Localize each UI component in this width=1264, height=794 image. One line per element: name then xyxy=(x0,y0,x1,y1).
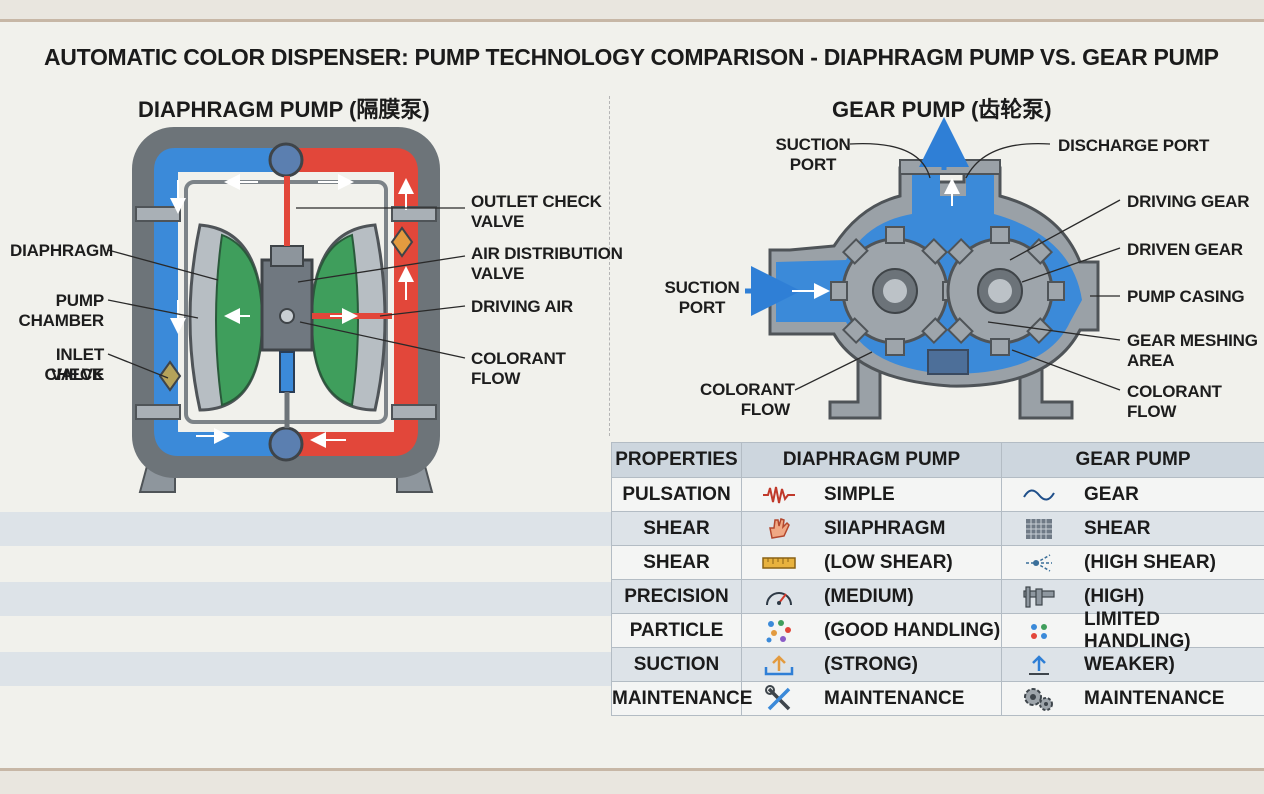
spray-icon xyxy=(1022,550,1056,576)
row-diaphragm-cell: (GOOD HANDLING) xyxy=(741,613,1002,648)
page-title: AUTOMATIC COLOR DISPENSER: PUMP TECHNOLO… xyxy=(44,44,1219,70)
row-property: SHEAR xyxy=(611,511,742,546)
row-diaphragm-value: (STRONG) xyxy=(824,653,918,675)
label-discharge-port: DISCHARGE PORT xyxy=(1058,136,1210,155)
suction-up-icon xyxy=(762,652,796,678)
row-diaphragm-cell: (STRONG) xyxy=(741,647,1002,682)
particles-icon xyxy=(762,618,796,644)
row-gear-cell: MAINTENANCE xyxy=(1001,681,1264,716)
row-gear-cell: SHEAR xyxy=(1001,511,1264,546)
row-gear-cell: (HIGH SHEAR) xyxy=(1001,545,1264,580)
header-diaphragm-pump: DIAPHRAGM PUMP xyxy=(741,442,1002,478)
label-driving-gear: DRIVING GEAR xyxy=(1127,192,1250,211)
row-property: SUCTION xyxy=(611,647,742,682)
label-gear-meshing-1: GEAR MESHING xyxy=(1127,331,1258,350)
arrow-up-icon xyxy=(1022,652,1056,678)
row-property: MAINTENANCE xyxy=(611,681,752,716)
row-property: PULSATION xyxy=(611,477,742,512)
header-properties: PROPERTIES xyxy=(611,442,742,478)
table-row: SHEAR SIIAPHRAGM SHEAR xyxy=(611,511,1264,546)
row-gear-cell: WEAKER) xyxy=(1001,647,1264,682)
ruler-icon xyxy=(762,550,796,576)
row-gear-value: SHEAR xyxy=(1084,517,1151,539)
caliper-icon xyxy=(1022,584,1056,610)
label-pump-chamber-1: PUMP xyxy=(55,291,105,310)
top-frame-border xyxy=(0,0,1264,22)
table-row: MAINTENANCE MAINTENANCE MAINTENANCE xyxy=(611,681,1264,716)
wrench-screwdriver-icon xyxy=(762,684,796,712)
header-gear-pump: GEAR PUMP xyxy=(1001,442,1264,478)
gear-pump-diagram xyxy=(745,117,1121,420)
row-diaphragm-cell: SIIAPHRAGM xyxy=(741,511,1002,546)
row-property: PRECISION xyxy=(611,579,742,614)
label-colorant-flow-1: COLORANT xyxy=(471,349,566,368)
label-driven-gear: DRIVEN GEAR xyxy=(1127,240,1243,259)
gears-icon xyxy=(1022,686,1056,712)
label-inlet-check-2: VALVE xyxy=(50,365,104,384)
label-colorant-flow-right-2: FLOW xyxy=(1127,402,1177,421)
section-divider xyxy=(609,96,610,436)
table-row: SUCTION (STRONG) WEAKER) xyxy=(611,647,1264,682)
label-pump-chamber-2: CHAMBER xyxy=(18,311,105,330)
table-header-row: PROPERTIES DIAPHRAGM PUMP GEAR PUMP xyxy=(611,442,1264,478)
label-suction-port-top-1: SUCTION xyxy=(775,135,851,154)
table-row: PRECISION (MEDIUM) (HIGH) xyxy=(611,579,1264,614)
label-colorant-flow-left-1: COLORANT xyxy=(700,380,795,399)
row-diaphragm-value: (GOOD HANDLING) xyxy=(824,619,1001,641)
row-gear-cell: (HIGH) xyxy=(1001,579,1264,614)
row-diaphragm-value: SIMPLE xyxy=(824,483,895,505)
row-diaphragm-cell: SIMPLE xyxy=(741,477,1002,512)
label-colorant-flow-left-2: FLOW xyxy=(740,400,790,419)
row-diaphragm-cell: MAINTENANCE xyxy=(741,681,1002,716)
row-gear-value: MAINTENANCE xyxy=(1084,687,1225,709)
table-row: SHEAR (LOW SHEAR) (HIGH SHEAR) xyxy=(611,545,1264,580)
label-outlet-check-2: VALVE xyxy=(471,212,525,231)
label-inlet-check-1: INLET CHECK xyxy=(44,345,105,384)
row-diaphragm-cell: (LOW SHEAR) xyxy=(741,545,1002,580)
row-gear-value: GEAR xyxy=(1084,483,1139,505)
diaphragm-pump-heading: DIAPHRAGM PUMP (隔膜泵) xyxy=(138,97,430,122)
comparison-table: PROPERTIES DIAPHRAGM PUMP GEAR PUMP PULS… xyxy=(611,442,1264,716)
mesh-pattern-icon xyxy=(1022,516,1056,542)
row-gear-value: (HIGH SHEAR) xyxy=(1084,551,1216,573)
row-diaphragm-value: (LOW SHEAR) xyxy=(824,551,953,573)
row-gear-value: (HIGH) xyxy=(1084,585,1145,607)
row-stripe xyxy=(0,582,612,616)
hand-icon xyxy=(762,516,796,542)
table-row: PARTICLE (GOOD HANDLING) LIMITED HANDLIN… xyxy=(611,609,1264,652)
row-diaphragm-cell: (MEDIUM) xyxy=(741,579,1002,614)
label-gear-meshing-2: AREA xyxy=(1127,351,1175,370)
dots-icon xyxy=(1022,618,1056,644)
row-diaphragm-value: (MEDIUM) xyxy=(824,585,914,607)
label-driving-air: DRIVING AIR xyxy=(471,297,574,316)
row-gear-cell: LIMITED HANDLING) xyxy=(1001,609,1264,652)
row-diaphragm-value: MAINTENANCE xyxy=(824,687,965,709)
row-stripe xyxy=(0,512,612,546)
label-outlet-check-1: OUTLET CHECK xyxy=(471,192,602,211)
row-property: PARTICLE xyxy=(611,613,742,648)
row-gear-cell: GEAR xyxy=(1001,477,1264,512)
row-stripe xyxy=(0,652,612,686)
label-colorant-flow-2: FLOW xyxy=(471,369,521,388)
pulse-wave-icon xyxy=(762,482,796,508)
label-pump-casing: PUMP CASING xyxy=(1127,287,1245,306)
label-air-distribution-2: VALVE xyxy=(471,264,525,283)
row-gear-value: LIMITED HANDLING) xyxy=(1084,608,1191,652)
bottom-frame-border xyxy=(0,768,1264,794)
gauge-icon xyxy=(762,584,796,610)
diaphragm-pump-diagram xyxy=(107,127,466,493)
label-colorant-flow-right-1: COLORANT xyxy=(1127,382,1222,401)
label-diaphragm: DIAPHRAGM xyxy=(10,241,114,260)
row-gear-value: WEAKER) xyxy=(1084,653,1175,675)
label-suction-port-top-2: PORT xyxy=(789,155,837,174)
table-row: PULSATION SIMPLE GEAR xyxy=(611,477,1264,512)
label-air-distribution-1: AIR DISTRIBUTION xyxy=(471,244,623,263)
sine-wave-icon xyxy=(1022,482,1056,508)
label-suction-port-left-2: PORT xyxy=(678,298,726,317)
row-property: SHEAR xyxy=(611,545,742,580)
row-diaphragm-value: SIIAPHRAGM xyxy=(824,517,946,539)
label-suction-port-left-1: SUCTION xyxy=(664,278,740,297)
